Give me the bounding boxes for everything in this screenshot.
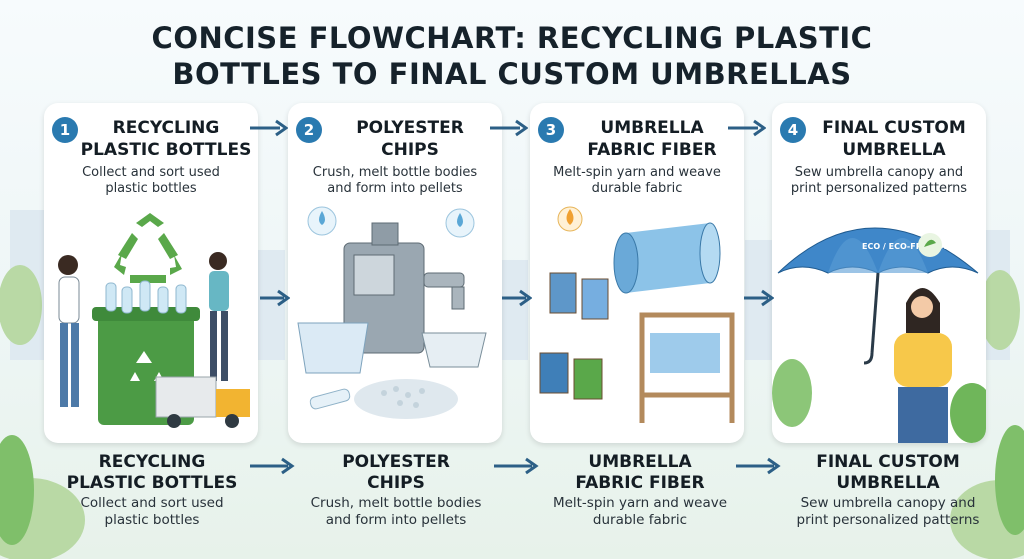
flow-arrow-icon [494,457,539,475]
umbrella-label: ECO / ECO-FRIENDLY [862,242,953,251]
bottom-step-desc-line-2: durable fabric [592,512,688,528]
bottom-step-desc-line-2: print personalized patterns [796,512,980,528]
loom-spool-icon [539,206,735,423]
step-title: UMBRELLA FABRIC FIBER [566,117,738,161]
step-card-4: 4 FINAL CUSTOM UMBRELLA Sew umbrella can… [772,103,986,443]
step-number-badge: 2 [296,117,322,143]
step-desc-line-1: Collect and sort used [82,165,220,180]
step-title: FINAL CUSTOM UMBRELLA [808,117,980,161]
bottom-step-desc-line-1: Collect and sort used [80,495,224,511]
step-description: Melt-spin yarn and weave durable fabric [538,165,736,197]
step-number-badge: 1 [52,117,78,143]
bottom-step-1: RECYCLING PLASTIC BOTTLES Collect and so… [42,452,262,528]
step-title-line-1: POLYESTER [356,118,464,138]
page-title: CONCISE FLOWCHART: RECYCLING PLASTIC BOT… [0,20,1024,92]
flow-arrow-icon [736,457,781,475]
step-desc-line-1: Melt-spin yarn and weave [553,165,721,180]
step-card-3: 3 UMBRELLA FABRIC FIBER Melt-spin yarn a… [530,103,744,443]
step-title-line-1: RECYCLING [112,118,220,138]
step-description: Collect and sort used plastic bottles [52,165,250,197]
step-desc-line-2: durable fabric [591,181,683,196]
bottom-step-title-line-2: CHIPS [367,473,425,493]
step-number-badge: 4 [780,117,806,143]
step-desc-line-2: and form into pellets [327,181,463,196]
step-number-badge: 3 [538,117,564,143]
bottom-step-title-line-2: FABRIC FIBER [575,473,705,493]
step-desc-line-2: plastic bottles [105,181,197,196]
bottom-step-title-line-1: UMBRELLA [588,452,692,472]
step-description: Crush, melt bottle bodies and form into … [296,165,494,197]
crusher-machine-icon [297,206,487,419]
umbrella-icon: ECO / ECO-FRIENDLY [772,227,986,443]
bottom-step-3: UMBRELLA FABRIC FIBER Melt-spin yarn and… [530,452,750,528]
flow-arrow-icon [490,119,528,137]
step-title-line-1: UMBRELLA [600,118,704,138]
step-desc-line-2: print personalized patterns [790,181,968,196]
flow-arrow-icon [260,289,290,307]
bottom-step-title-line-2: UMBRELLA [836,473,940,493]
bottom-step-desc-line-1: Sew umbrella canopy and [800,495,976,511]
bottom-step-2: POLYESTER CHIPS Crush, melt bottle bodie… [286,452,506,528]
step-title-line-2: FABRIC FIBER [587,140,717,160]
bottom-step-title-line-2: PLASTIC BOTTLES [66,473,238,493]
step-desc-line-1: Crush, melt bottle bodies [312,165,478,180]
bottom-step-desc-line-1: Crush, melt bottle bodies [310,495,482,511]
bottom-step-desc-line-2: plastic bottles [104,512,200,528]
step-card-1: 1 RECYCLING PLASTIC BOTTLES Collect and … [44,103,258,443]
title-line-2: BOTTLES TO FINAL CUSTOM UMBRELLAS [172,57,852,91]
step-card-2: 2 POLYESTER CHIPS Crush, melt bottle bod… [288,103,502,443]
step-description: Sew umbrella canopy and print personaliz… [780,165,978,197]
bottom-step-title-line-1: FINAL CUSTOM [816,452,960,472]
step-title-line-1: FINAL CUSTOM [822,118,966,138]
recycling-bin-icon [58,213,250,428]
bottom-step-title-line-1: POLYESTER [342,452,450,472]
step-desc-line-1: Sew umbrella canopy and [794,165,964,180]
step-title: POLYESTER CHIPS [324,117,496,161]
step-title-line-2: UMBRELLA [842,140,946,160]
flow-arrow-icon [502,289,532,307]
flow-arrow-icon [728,119,766,137]
step-title: RECYCLING PLASTIC BOTTLES [80,117,252,161]
bottom-step-desc-line-2: and form into pellets [325,512,467,528]
flow-arrow-icon [744,289,774,307]
flow-arrow-icon [250,119,288,137]
step-title-line-2: CHIPS [381,140,439,160]
title-line-1: CONCISE FLOWCHART: RECYCLING PLASTIC [151,21,873,55]
step-title-line-2: PLASTIC BOTTLES [80,140,252,160]
bottom-step-desc-line-1: Melt-spin yarn and weave [552,495,728,511]
bottom-step-title-line-1: RECYCLING [98,452,206,472]
bottom-step-4: FINAL CUSTOM UMBRELLA Sew umbrella canop… [778,452,998,528]
flow-arrow-icon [250,457,295,475]
